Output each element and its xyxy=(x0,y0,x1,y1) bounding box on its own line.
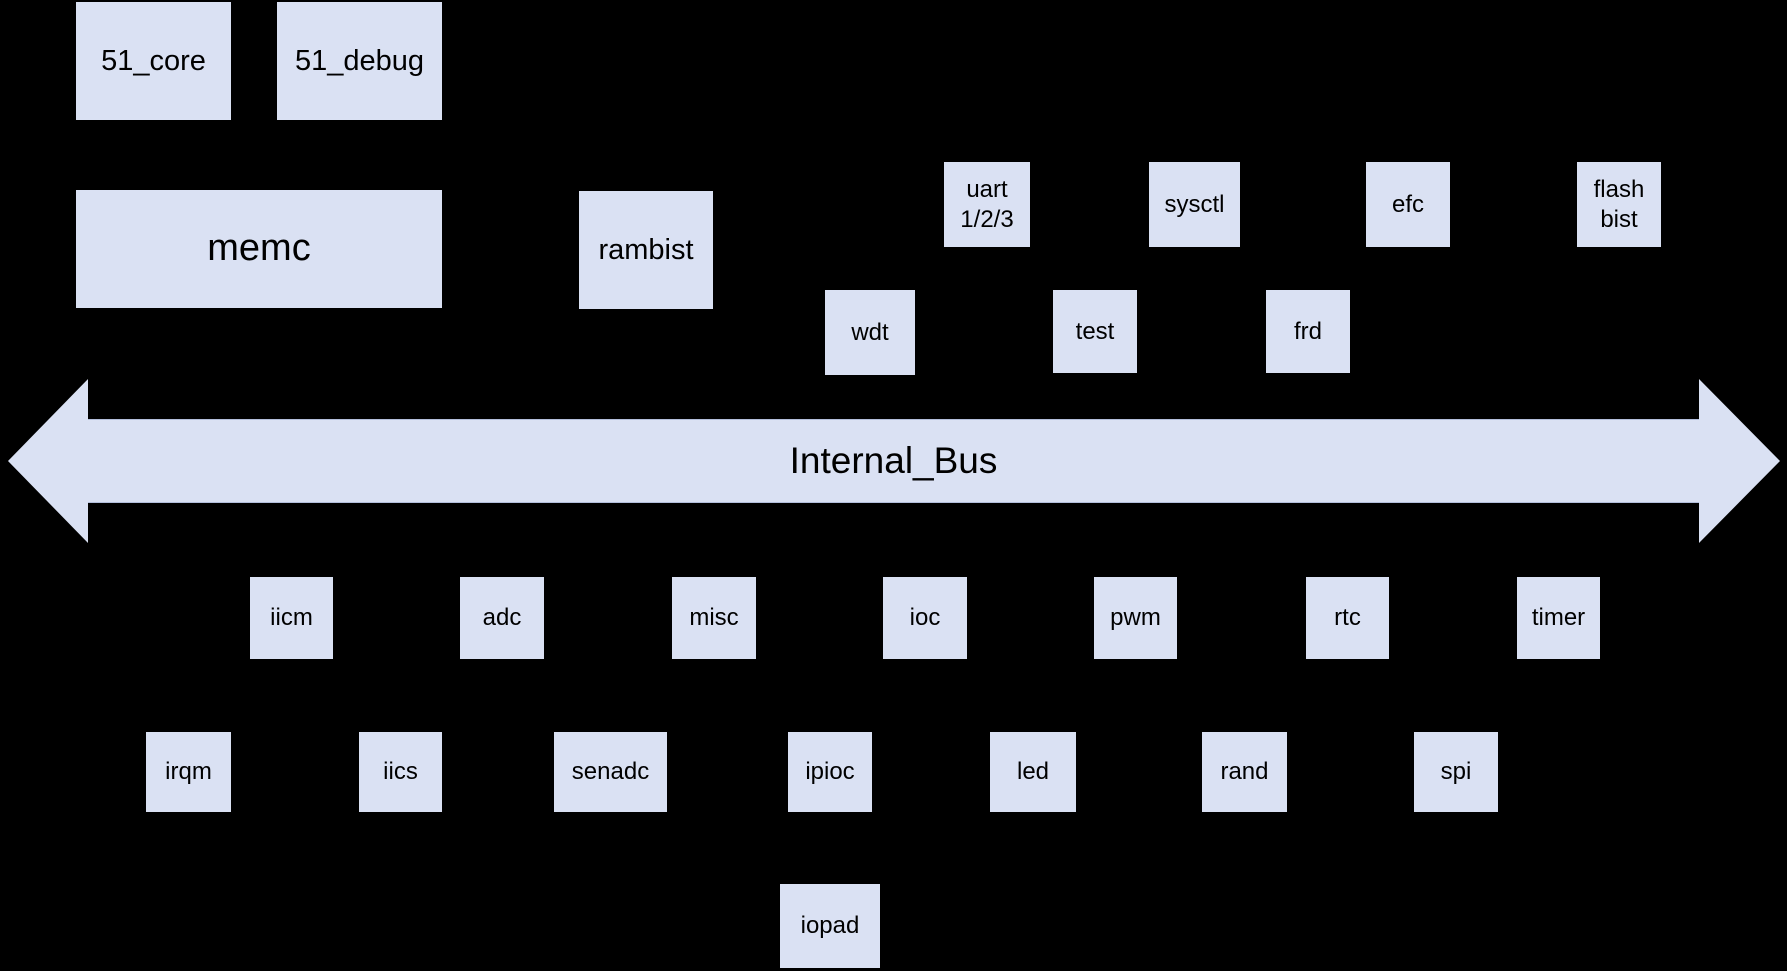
block-iicm: iicm xyxy=(250,577,333,659)
block-iopad: iopad xyxy=(780,884,880,968)
block-ioc: ioc xyxy=(883,577,967,659)
block-uart: uart 1/2/3 xyxy=(944,162,1030,247)
block-51-debug: 51_debug xyxy=(277,2,442,120)
block-flash-bist: flash bist xyxy=(1577,162,1661,247)
block-wdt: wdt xyxy=(825,290,915,375)
block-memc: memc xyxy=(76,190,442,308)
block-frd: frd xyxy=(1266,290,1350,373)
block-adc: adc xyxy=(460,577,544,659)
block-iics: iics xyxy=(359,732,442,812)
block-spi: spi xyxy=(1414,732,1498,812)
block-sysctl: sysctl xyxy=(1149,162,1240,247)
block-test: test xyxy=(1053,290,1137,373)
block-irqm: irqm xyxy=(146,732,231,812)
block-misc: misc xyxy=(672,577,756,659)
internal-bus-label: Internal_Bus xyxy=(789,440,998,481)
block-51-core: 51_core xyxy=(76,2,231,120)
block-pwm: pwm xyxy=(1094,577,1177,659)
block-rambist: rambist xyxy=(579,191,713,309)
block-timer: timer xyxy=(1517,577,1600,659)
block-rand: rand xyxy=(1202,732,1287,812)
block-rtc: rtc xyxy=(1306,577,1389,659)
block-ipioc: ipioc xyxy=(788,732,872,812)
block-senadc: senadc xyxy=(554,732,667,812)
block-led: led xyxy=(990,732,1076,812)
block-efc: efc xyxy=(1366,162,1450,247)
internal-bus-arrow xyxy=(8,379,1780,543)
